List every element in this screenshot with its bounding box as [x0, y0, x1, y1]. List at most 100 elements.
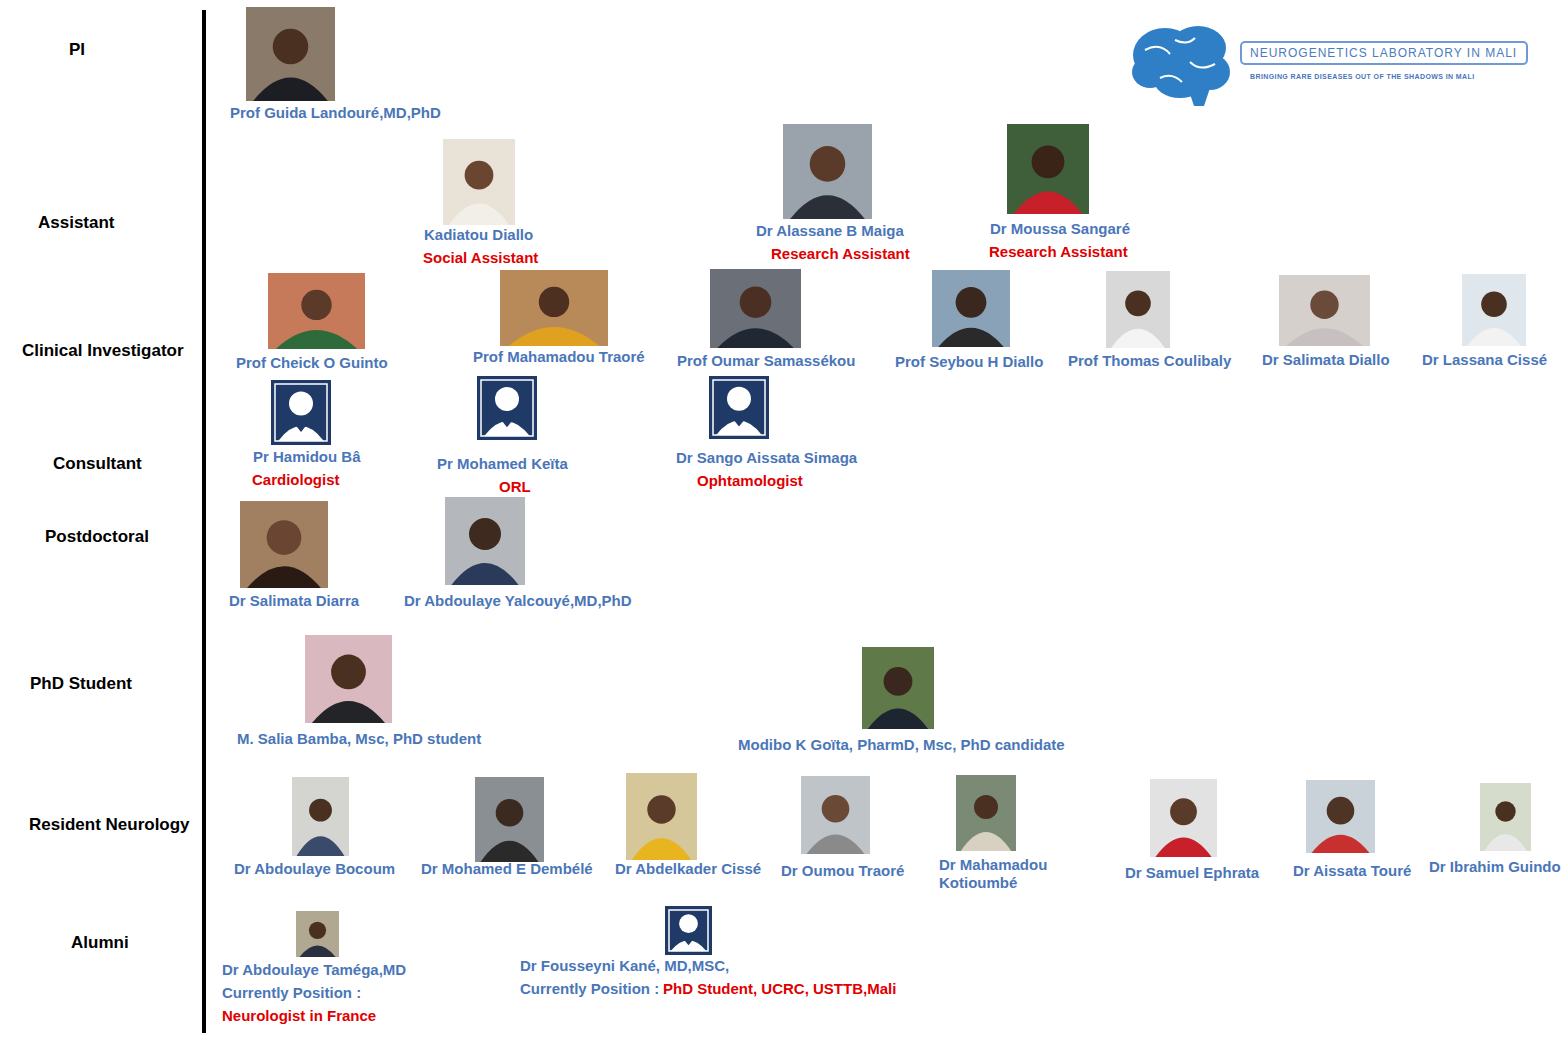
photo-head	[309, 922, 326, 939]
photo-ground	[292, 777, 349, 856]
photo-ground	[246, 7, 335, 101]
avatar-frame	[713, 380, 765, 435]
photo-body	[1484, 834, 1527, 851]
member-name: Dr Samuel Ephrata	[1125, 864, 1259, 882]
avatar-ground	[665, 906, 712, 955]
photo-body	[449, 204, 509, 226]
avatar-icon	[271, 380, 331, 445]
avatar-ground	[477, 376, 537, 440]
avatar-ground	[709, 376, 769, 439]
member-photo	[1462, 274, 1526, 346]
avatar-head	[727, 387, 751, 411]
avatar-icon	[709, 376, 769, 439]
member-name: M. Salia Bamba, Msc, PhD student	[237, 730, 481, 748]
member-photo	[500, 270, 608, 346]
row-heading: PhD Student	[30, 674, 132, 694]
member-photo	[1106, 271, 1170, 348]
avatar-ground	[271, 380, 331, 445]
row-heading: Alumni	[71, 933, 129, 953]
member-name: Currently Position :	[520, 980, 659, 998]
avatar-head	[495, 387, 519, 411]
member-photo	[1279, 275, 1370, 346]
photo-body	[938, 328, 1004, 347]
member-name: Dr Oumou Traoré	[781, 862, 904, 880]
photo-ground	[445, 497, 525, 585]
photo-head	[1310, 291, 1338, 319]
member-photo	[801, 776, 870, 854]
member-photo	[1007, 124, 1089, 214]
member-photo	[443, 139, 515, 225]
photo-ground	[956, 775, 1016, 851]
member-name: Dr Mahamadou Kotioumbé	[939, 856, 1071, 892]
photo-ground	[932, 270, 1010, 347]
photo-body	[717, 328, 793, 348]
photo-ground	[1480, 783, 1531, 851]
avatar-icon	[477, 376, 537, 440]
member-name: Dr Fousseyni Kané, MD,MSC,	[520, 957, 729, 975]
brain-logo	[1132, 26, 1230, 106]
photo-body	[1014, 192, 1083, 215]
photo-head	[539, 287, 569, 317]
photo-ground	[500, 270, 608, 346]
photo-ground	[305, 635, 392, 723]
member-photo	[296, 911, 339, 957]
member-name: Prof Thomas Coulibaly	[1068, 352, 1231, 370]
member-photo	[1480, 783, 1531, 851]
member-name: Dr Aissata Touré	[1293, 862, 1411, 880]
photo-head	[465, 161, 494, 190]
member-name: Prof Cheick O Guinto	[236, 354, 388, 372]
photo-head	[822, 795, 850, 823]
member-photo	[475, 777, 544, 862]
avatar-collar	[294, 423, 308, 432]
photo-ground	[1150, 779, 1217, 857]
avatar-frame	[481, 380, 533, 436]
photo-head	[647, 795, 675, 823]
member-role: Research Assistant	[989, 243, 1128, 261]
photo-body	[299, 946, 335, 958]
photo-body	[632, 838, 692, 860]
photo-body	[297, 836, 345, 856]
photo-ground	[1306, 780, 1375, 853]
member-photo	[292, 777, 349, 856]
photo-head	[267, 520, 302, 555]
photo-ground	[1279, 275, 1370, 346]
member-name: Dr Sango Aissata Simaga	[676, 449, 857, 467]
member-photo	[956, 775, 1016, 851]
photo-body	[1467, 328, 1521, 346]
photo-head	[1481, 291, 1507, 317]
member-name: Dr Abdoulaye Yalcouyé,MD,PhD	[404, 592, 632, 610]
photo-head	[331, 655, 366, 690]
member-name: Dr Mohamed E Dembélé	[421, 860, 593, 878]
photo-body	[253, 78, 328, 102]
photo-head	[884, 667, 913, 696]
photo-head	[1170, 798, 1197, 825]
row-heading: PI	[69, 40, 85, 60]
photo-ground	[268, 273, 365, 349]
photo-body	[481, 841, 539, 862]
photo-head	[810, 146, 846, 182]
row-heading: Clinical Investigator	[22, 341, 184, 361]
member-name: Prof Mahamadou Traoré	[473, 348, 645, 366]
photo-body	[961, 832, 1011, 851]
avatar-collar	[732, 418, 746, 427]
row-heading: Resident Neurology	[29, 815, 190, 835]
member-name: Prof Guida Landouré,MD,PhD	[230, 104, 441, 122]
member-photo	[710, 269, 801, 348]
photo-ground	[862, 647, 934, 729]
photo-ground	[1106, 271, 1170, 348]
photo-ground	[296, 911, 339, 957]
photo-head	[1495, 801, 1515, 821]
photo-body	[807, 835, 865, 855]
photo-body	[509, 327, 600, 346]
photo-head	[496, 799, 524, 827]
member-photo	[783, 124, 872, 219]
member-role: Social Assistant	[423, 249, 538, 267]
photo-body	[312, 701, 385, 723]
photo-ground	[475, 777, 544, 862]
member-name: Currently Position :	[222, 984, 361, 1002]
photo-body	[247, 566, 321, 588]
member-role: Research Assistant	[771, 245, 910, 263]
member-photo	[862, 647, 934, 729]
member-role: ORL	[499, 478, 531, 496]
